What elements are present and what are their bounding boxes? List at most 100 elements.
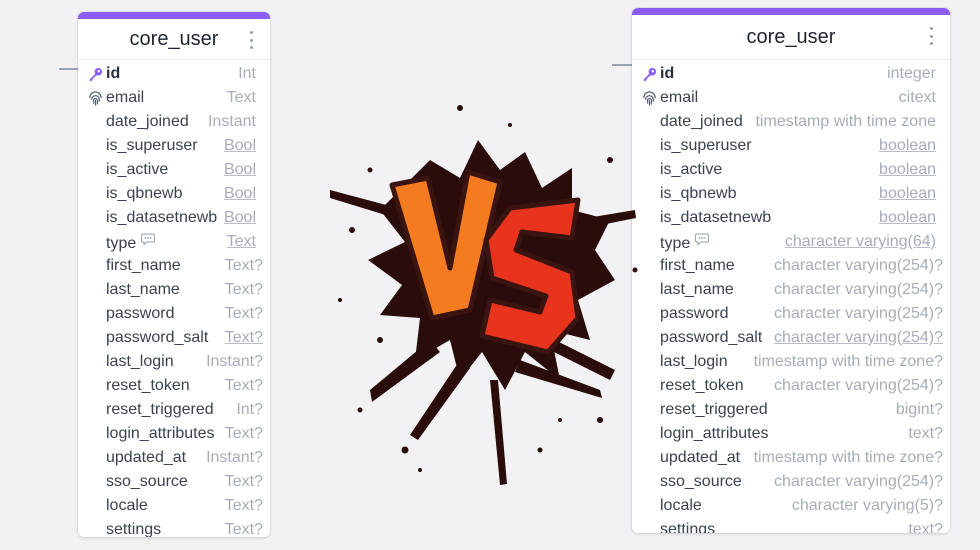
field-type[interactable]: boolean [879, 161, 936, 178]
field-type[interactable]: Bool [223, 185, 256, 202]
field-type: character varying(5)? [791, 497, 943, 514]
field-name: date_joined [106, 113, 189, 130]
more-vertical-icon[interactable] [250, 31, 254, 49]
field-name: is_active [660, 161, 723, 178]
table-header[interactable]: core_user [78, 19, 270, 60]
field-type: Text? [224, 377, 263, 394]
note-icon[interactable] [141, 232, 156, 250]
field-name: sso_source [660, 473, 742, 490]
field-name: login_attributes [106, 425, 215, 442]
field-row-date-joined[interactable]: date_joined Instant [78, 110, 270, 134]
field-type[interactable]: boolean [879, 185, 936, 202]
field-name: reset_token [106, 377, 190, 394]
field-type[interactable]: boolean [879, 209, 936, 226]
field-type: timestamp with time zone [755, 113, 936, 130]
field-row-login-attributes[interactable]: login_attributes Text? [78, 422, 270, 446]
field-row-is-active[interactable]: is_active boolean [632, 158, 950, 182]
field-name: last_name [660, 281, 734, 298]
field-name: is_superuser [660, 137, 752, 154]
field-name: is_qbnewb [660, 185, 737, 202]
field-type[interactable]: Bool [223, 209, 256, 226]
reference-line-right [612, 64, 632, 66]
reference-line-left [59, 68, 78, 70]
field-name: login_attributes [660, 425, 769, 442]
field-type: integer [887, 65, 936, 82]
field-name: is_superuser [106, 137, 198, 154]
field-type: citext [898, 89, 936, 106]
field-name: last_login [660, 353, 728, 370]
more-vertical-icon[interactable] [930, 27, 934, 45]
field-name: email [660, 89, 699, 106]
field-name: password [660, 305, 729, 322]
field-type[interactable]: Bool [223, 137, 256, 154]
field-type: timestamp with time zone? [753, 353, 943, 370]
field-row-reset-token[interactable]: reset_token Text? [78, 374, 270, 398]
field-name: reset_token [660, 377, 744, 394]
field-type: Instant? [206, 449, 263, 466]
field-row-date-joined[interactable]: date_joined timestamp with time zone [632, 110, 950, 134]
field-row-last-login[interactable]: last_login timestamp with time zone? [632, 350, 950, 374]
table-header[interactable]: core_user [632, 15, 950, 60]
table-color-bar [78, 12, 270, 19]
field-type: Instant [207, 113, 256, 130]
field-type: character varying(254)? [774, 377, 943, 394]
field-type: Text? [224, 473, 263, 490]
field-type[interactable]: character varying(64) [784, 233, 936, 250]
field-type: Text? [224, 425, 263, 442]
fingerprint-icon [87, 90, 103, 106]
field-row-is-superuser[interactable]: is_superuser boolean [632, 134, 950, 158]
field-type: Text? [224, 497, 263, 514]
field-type[interactable]: Text [226, 233, 256, 250]
field-name: email [106, 89, 145, 106]
field-type[interactable]: Text? [224, 329, 263, 346]
field-row-email[interactable]: email citext [632, 86, 950, 110]
field-type[interactable]: character varying(254)? [774, 329, 943, 346]
field-row-is-superuser[interactable]: is_superuser Bool [78, 134, 270, 158]
field-type: Text? [224, 281, 263, 298]
field-row-is-qbnewb[interactable]: is_qbnewb boolean [632, 182, 950, 206]
field-name: sso_source [106, 473, 188, 490]
field-type[interactable]: Bool [223, 161, 256, 178]
table-title: core_user [129, 27, 219, 50]
field-name: date_joined [660, 113, 743, 130]
table-title: core_user [746, 25, 836, 48]
note-icon[interactable] [695, 232, 710, 250]
field-row-reset-token[interactable]: reset_token character varying(254)? [632, 374, 950, 398]
field-type: bigint? [895, 401, 943, 418]
field-type[interactable]: boolean [879, 137, 936, 154]
field-type: character varying(254)? [774, 257, 943, 274]
field-row-sso-source[interactable]: sso_source Text? [78, 470, 270, 494]
splatter-ink [330, 105, 638, 485]
